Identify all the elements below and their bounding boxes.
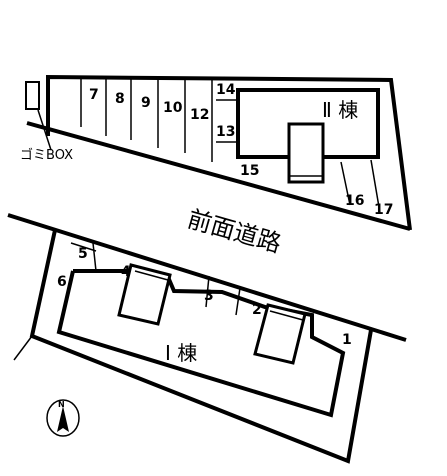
lower-lot: Ⅰ 棟 1 2 3 4 5 6 [7,213,407,464]
building-1-entrance-right-step [269,310,304,321]
building-1-entrance-left-step [134,270,169,281]
lower-space-dividers [70,242,241,316]
space-14: 14 [216,82,236,98]
building-2 [236,88,380,159]
upper-lot: ゴミBOX Ⅱ 棟 7 8 9 10 12 13 14 15 16 17 [20,74,412,231]
building-1-entrance-left [117,263,172,326]
upper-space-dividers [80,79,381,214]
space-5: 5 [78,246,88,262]
space-10: 10 [163,100,183,116]
building-1-label: Ⅰ 棟 [165,341,197,365]
lower-road-edge [7,213,407,342]
lower-lot-outline [29,229,373,464]
space-3: 3 [204,288,214,304]
garbage-box-leader [37,109,52,151]
building-2-label: Ⅱ 棟 [322,98,358,122]
compass-circle [46,399,80,437]
road-label: 前面道路 [184,205,284,258]
north-arrow-icon [57,406,69,432]
compass: N [46,399,80,437]
space-2: 2 [252,302,262,318]
space-9: 9 [141,95,151,111]
upper-road-edge [26,121,411,231]
building-2-entrance [287,122,325,184]
building-1 [56,269,346,418]
space-4: 4 [121,264,131,280]
space-16: 16 [345,193,364,209]
space-8: 8 [115,91,125,107]
upper-lot-outline [46,74,412,231]
space-13: 13 [216,124,235,140]
compass-north-label: N [58,400,65,409]
lower-lot-left-edge [13,335,33,361]
space-1: 1 [342,332,352,348]
space-12: 12 [190,107,209,123]
garbage-box-label: ゴミBOX [20,147,73,163]
space-7: 7 [89,87,99,103]
space-15: 15 [240,163,259,179]
building-1-entrance-right [253,303,307,365]
space-6: 6 [57,274,67,290]
garbage-box [25,81,40,110]
space-17: 17 [374,202,393,218]
